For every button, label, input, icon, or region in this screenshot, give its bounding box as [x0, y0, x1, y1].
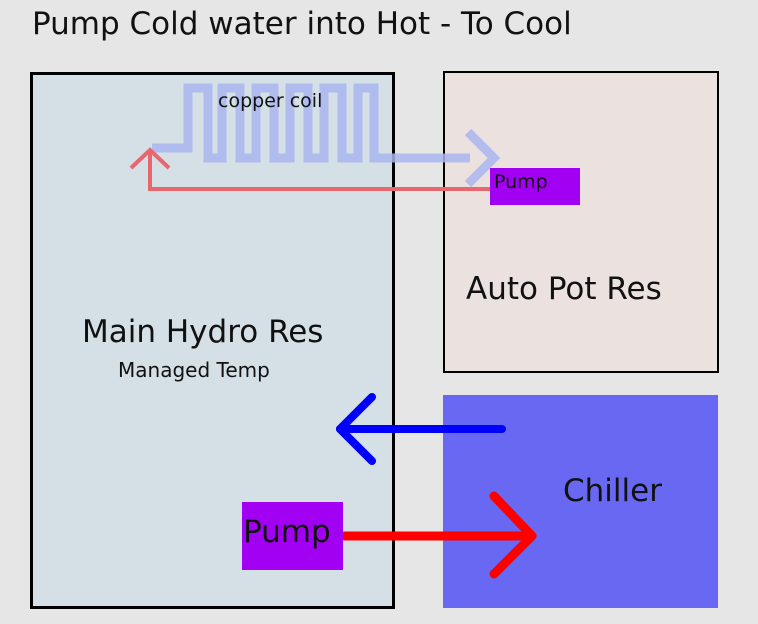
- main-res-sublabel: Managed Temp: [118, 358, 270, 382]
- cold-water-arrow: [336, 393, 506, 465]
- copper-coil: [152, 83, 501, 188]
- main-res-label: Main Hydro Res: [82, 314, 324, 350]
- auto-pot-pump-label: Pump: [494, 171, 548, 193]
- main-res-pump-label: Pump: [243, 514, 331, 550]
- auto-pot-res-label: Auto Pot Res: [466, 271, 662, 307]
- auto-pot-reservoir: [443, 71, 719, 373]
- auto-pot-pump: [490, 168, 580, 205]
- diagram-title: Pump Cold water into Hot - To Cool: [32, 6, 572, 42]
- hot-water-arrow: [339, 491, 537, 579]
- return-line: [129, 147, 490, 191]
- chiller-label: Chiller: [563, 473, 662, 509]
- copper-coil-label: copper coil: [218, 90, 323, 112]
- main-res-pump: [242, 502, 343, 570]
